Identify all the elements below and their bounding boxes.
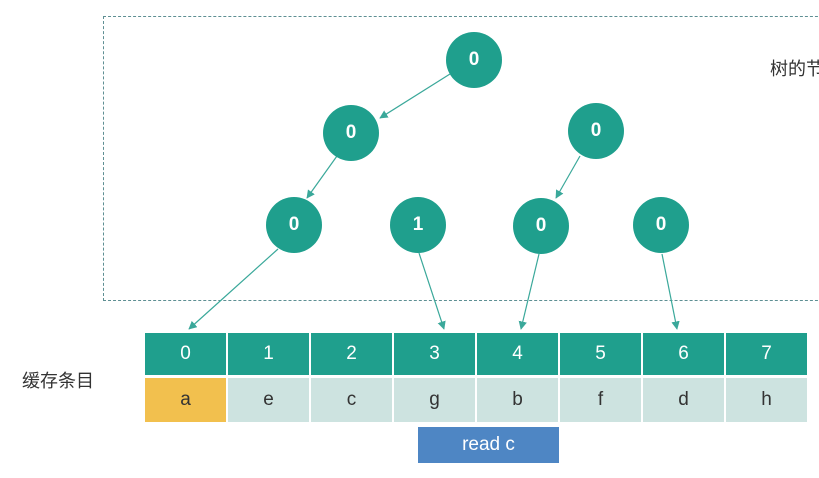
cache-index-cell: 4: [477, 333, 558, 375]
cache-value-cell: b: [477, 378, 558, 422]
cache-value-cell: g: [394, 378, 475, 422]
tree-node-left-right: 1: [390, 197, 446, 253]
tree-node-right: 0: [568, 103, 624, 159]
cache-index-cell: 2: [311, 333, 392, 375]
tree-node-right-right: 0: [633, 197, 689, 253]
cache-index-cell: 3: [394, 333, 475, 375]
cache-value-cell: c: [311, 378, 392, 422]
tree-node-left-left: 0: [266, 197, 322, 253]
tree-node-root: 0: [446, 32, 502, 88]
edge-left-to-left-left: [306, 155, 338, 199]
edge-left-left-to-cache-0: [188, 248, 279, 330]
edge-root-to-left: [379, 73, 451, 119]
cache-value-cell: f: [560, 378, 641, 422]
edge-right-to-right-left: [555, 155, 581, 199]
cache-index-cell: 1: [228, 333, 309, 375]
edge-right-left-to-cache-4: [518, 253, 540, 330]
cache-index-cell: 6: [643, 333, 724, 375]
cache-value-cell: d: [643, 378, 724, 422]
tree-node-right-left: 0: [513, 198, 569, 254]
read-action-label: read c: [418, 427, 559, 463]
cache-index-cell: 7: [726, 333, 807, 375]
cache-value-cell: h: [726, 378, 807, 422]
cache-value-cell: e: [228, 378, 309, 422]
cache-entries-label: 缓存条目: [22, 371, 94, 392]
cache-index-cell: 0: [145, 333, 226, 375]
tree-nodes-label: 树的节点: [770, 59, 819, 80]
cache-index-cell: 5: [560, 333, 641, 375]
edge-right-right-to-cache-6: [661, 253, 680, 330]
tree-region: 树的节点: [103, 16, 819, 301]
tree-node-left: 0: [323, 105, 379, 161]
cache-value-cell-highlighted: a: [145, 378, 226, 422]
edge-left-right-to-cache-3: [418, 252, 446, 330]
